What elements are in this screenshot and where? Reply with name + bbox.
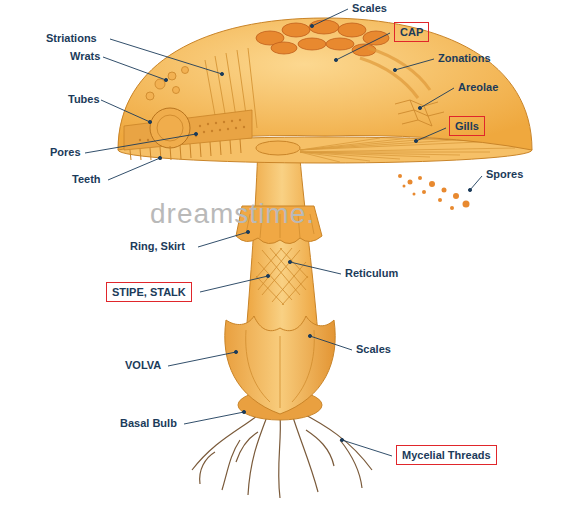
leader-lines [85, 9, 482, 456]
watermark: dreamstime. [150, 198, 315, 230]
part-name: STIPE, STALK [112, 285, 186, 299]
part-label: Areolae [458, 81, 498, 94]
areolae-cracks [395, 100, 444, 126]
part-label: Basal Bulb [120, 417, 177, 430]
boxed-label: STIPE, STALK [106, 282, 192, 302]
volva [225, 316, 335, 414]
part-label: Ring, Skirt [130, 240, 185, 253]
part-label: Scales [352, 2, 387, 15]
cap-dome [118, 18, 532, 150]
part-name: CAP [400, 25, 423, 39]
part-label: Spores [486, 168, 523, 181]
spore-dots [398, 174, 470, 210]
part-label: Reticulum [345, 267, 398, 280]
part-label: Teeth [72, 173, 101, 186]
part-name: Mycelial Threads [402, 448, 491, 462]
mycelium-roots [192, 412, 372, 498]
boxed-label: Mycelial Threads [396, 445, 497, 465]
tube-section [150, 108, 190, 148]
part-label: Wrats [70, 50, 100, 63]
stem-top [256, 141, 300, 155]
part-label: Scales [356, 343, 391, 356]
boxed-label: Gills [449, 116, 485, 136]
part-label: Pores [50, 146, 81, 159]
cap-scales [256, 20, 389, 56]
boxed-label: CAP [394, 22, 429, 42]
volva-folds [246, 330, 315, 408]
part-label: Zonations [438, 52, 491, 65]
part-name: Gills [455, 119, 479, 133]
reticulum-net [256, 248, 308, 305]
part-label: Tubes [68, 93, 100, 106]
warts [146, 67, 189, 101]
part-label: VOLVA [125, 359, 161, 372]
zonation-bands [360, 48, 430, 98]
part-label: Striations [46, 32, 97, 45]
